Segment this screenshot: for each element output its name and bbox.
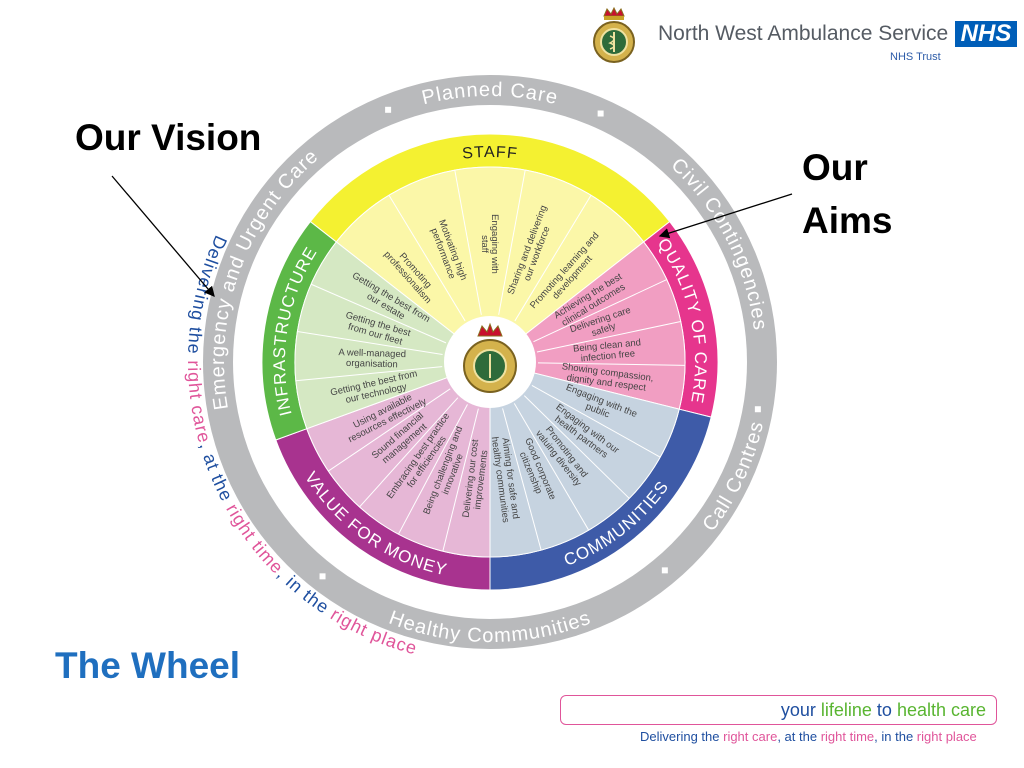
tagline-part: right time	[820, 729, 875, 744]
aim-item: A well-managedorganisation	[338, 347, 406, 371]
the-wheel-title: The Wheel	[55, 645, 241, 686]
ring-divider-dot	[597, 110, 604, 117]
aim-item: Being clean andinfection free	[573, 337, 643, 365]
segment-divider	[442, 408, 479, 552]
tagline-part: right place	[916, 729, 977, 744]
lifeline-part4: health care	[896, 700, 986, 720]
segment-divider	[502, 408, 542, 551]
ring-divider-dot	[385, 106, 392, 113]
segment-divider	[388, 194, 466, 322]
tagline-part: , in the	[874, 729, 917, 744]
ring-divider-dot	[754, 406, 761, 413]
segment-divider	[513, 403, 590, 531]
lifeline-part2: lifeline	[820, 700, 872, 720]
organisation-name: North West Ambulance Service	[658, 22, 949, 45]
hub-crown-icon	[477, 322, 503, 337]
segment-divider	[310, 283, 447, 344]
our-aims-line1: Our	[802, 147, 868, 188]
footer-tagline: Delivering the right care, at the right …	[640, 729, 977, 744]
ring-divider-dot	[661, 567, 668, 574]
lifeline-banner: your lifeline to health care	[560, 695, 997, 725]
tagline-part: , at the	[777, 729, 821, 744]
tagline-part: right care	[723, 729, 778, 744]
segment-divider	[498, 170, 526, 315]
segment-divider	[454, 170, 482, 315]
nhs-trust-label: NHS Trust	[890, 51, 941, 63]
segment-divider	[328, 388, 451, 472]
lifeline-part3: to	[871, 700, 897, 720]
segment-divider	[531, 384, 661, 458]
tagline-part: Delivering the	[640, 729, 724, 744]
our-vision-label: Our Vision	[75, 117, 262, 158]
segment-divider	[295, 366, 443, 382]
our-aims-line2: Aims	[802, 200, 893, 241]
aim-band-label: STAFF	[461, 144, 518, 163]
segment-divider	[536, 320, 681, 353]
segment-divider	[533, 279, 667, 343]
ring-divider-dot	[319, 573, 326, 580]
nwas-crest-logo	[593, 6, 635, 63]
segment-divider	[359, 397, 459, 508]
nhs-logo: NHS	[955, 21, 1017, 47]
our-aims-label: Our Aims	[802, 141, 892, 247]
vision-arrow	[111, 175, 215, 297]
lifeline-text: your lifeline to health care	[781, 700, 986, 721]
segment-divider	[398, 404, 468, 535]
aim-item: Engaging withstaff	[479, 214, 500, 274]
lifeline-part1: your	[780, 700, 821, 720]
segment-divider	[514, 194, 592, 322]
segment-divider	[297, 331, 443, 355]
segment-divider	[523, 395, 630, 499]
segment-divider	[537, 362, 685, 366]
aims-arrow	[658, 193, 793, 239]
